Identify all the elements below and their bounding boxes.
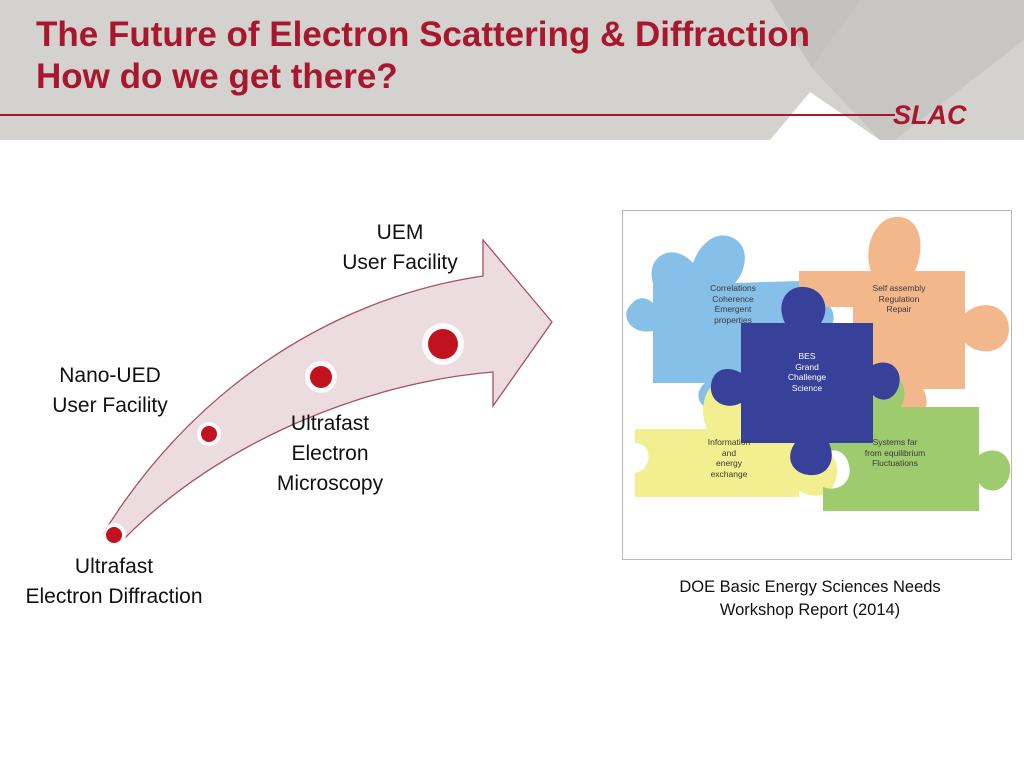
puzzle-figure: Correlations Coherence Emergent properti… (622, 210, 1012, 560)
slide-title: The Future of Electron Scattering & Diff… (36, 14, 810, 98)
figure-caption: DOE Basic Energy Sciences Needs Workshop… (620, 576, 1000, 622)
milestone-dot-1 (102, 523, 126, 547)
puzzle-text-correlations: Correlations Coherence Emergent properti… (710, 283, 756, 325)
puzzle-text-self-assembly: Self assembly Regulation Repair (872, 283, 926, 314)
caption-line-2: Workshop Report (2014) (719, 601, 901, 619)
milestone-dot-4 (422, 323, 464, 365)
label-ultrafast-electron-microscopy: Ultrafast Electron Microscopy (276, 412, 384, 495)
puzzle-text-systems: Systems far from equilibrium Fluctuation… (864, 437, 926, 468)
puzzle-graphic (626, 216, 1011, 511)
label-uem-user-facility: UEM User Facility (342, 221, 458, 274)
slide-title-line-2: How do we get there? (36, 57, 398, 96)
title-rule (0, 114, 895, 116)
milestone-dot-3 (305, 361, 337, 393)
puzzle-text-bes: BES Grand Challenge Science (787, 351, 827, 393)
slac-logo: SLAC (893, 100, 967, 130)
label-nano-ued-user-facility: Nano-UED User Facility (52, 364, 168, 417)
slide-title-line-1: The Future of Electron Scattering & Diff… (36, 15, 810, 54)
header-band: The Future of Electron Scattering & Diff… (0, 0, 1024, 140)
puzzle-piece-self-assembly (799, 216, 1009, 420)
puzzle-piece-bes (710, 286, 900, 476)
label-ultrafast-electron-diffraction: Ultrafast Electron Diffraction (25, 555, 203, 608)
milestone-dot-2 (197, 422, 221, 446)
puzzle-piece-information (635, 379, 838, 497)
caption-line-1: DOE Basic Energy Sciences Needs (679, 578, 941, 596)
puzzle-text-information: Information and energy exchange (707, 437, 751, 479)
header-decoration (770, 0, 1024, 140)
